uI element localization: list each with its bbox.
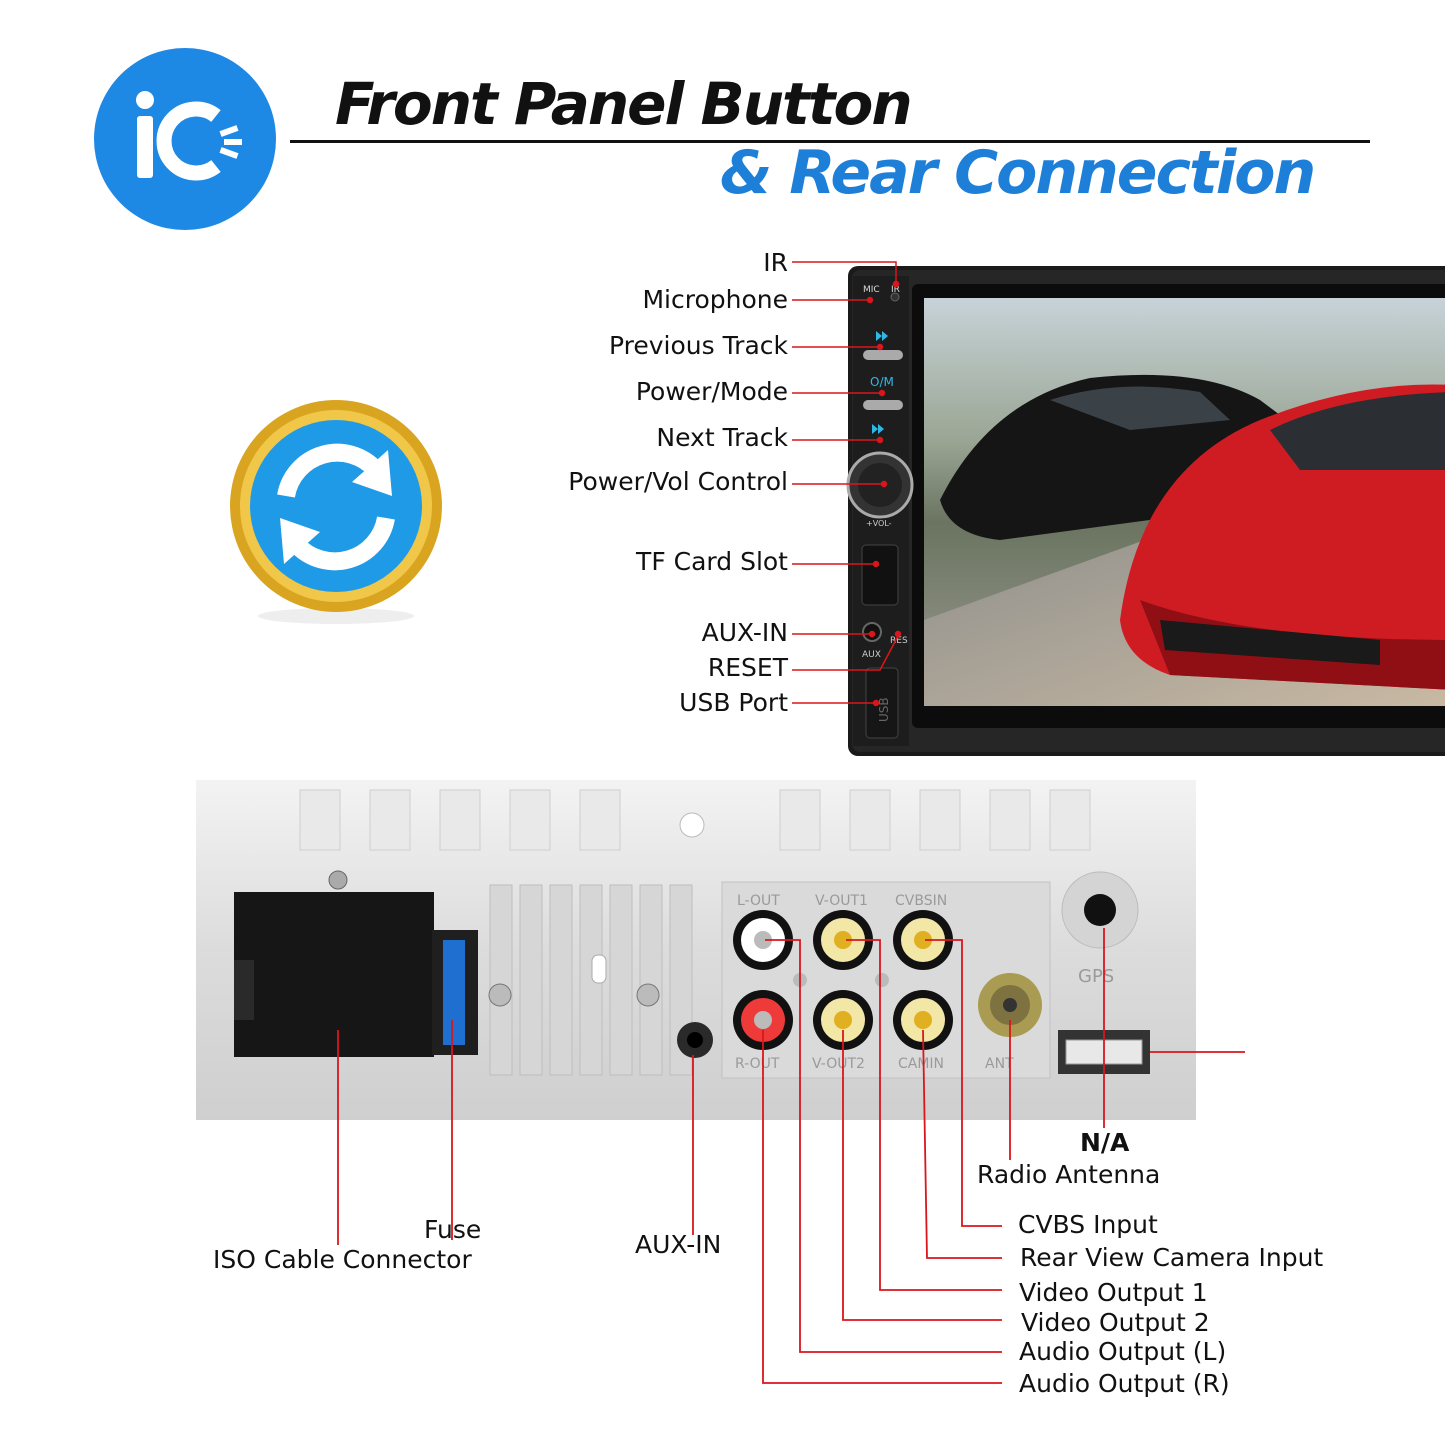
svg-text:IR: IR xyxy=(891,285,900,295)
svg-text:USB: USB xyxy=(877,697,891,722)
svg-text:O/M: O/M xyxy=(870,375,894,389)
sync-badge-icon xyxy=(228,398,444,624)
front-leader-lines xyxy=(792,261,902,707)
head-unit-front: MIC IR O/M +VOL- AUX RES USB xyxy=(846,266,1445,756)
callout-microphone: Microphone xyxy=(642,285,788,314)
svg-text:R-OUT: R-OUT xyxy=(735,1056,780,1072)
svg-text:V-OUT2: V-OUT2 xyxy=(812,1056,865,1072)
callout-cvbs-input: CVBS Input xyxy=(1018,1210,1158,1239)
callout-rear-camera: Rear View Camera Input xyxy=(1020,1243,1324,1272)
page-title: Front Panel Button xyxy=(335,70,913,138)
callout-tf-card: TF Card Slot xyxy=(636,547,788,576)
callout-video-out-2: Video Output 2 xyxy=(1021,1308,1210,1337)
svg-text:RES: RES xyxy=(890,636,908,646)
callout-power-mode: Power/Mode xyxy=(635,377,788,406)
callout-radio-antenna: Radio Antenna xyxy=(977,1160,1161,1189)
callout-reset: RESET xyxy=(707,653,788,682)
logo-mark-icon xyxy=(136,91,242,181)
svg-text:GPS: GPS xyxy=(1078,966,1114,987)
svg-text:AUX: AUX xyxy=(862,650,881,660)
svg-text:CVBSIN: CVBSIN xyxy=(895,893,947,909)
callout-previous-track: Previous Track xyxy=(608,331,788,360)
svg-text:+VOL-: +VOL- xyxy=(866,519,892,528)
svg-text:L-OUT: L-OUT xyxy=(737,893,780,909)
callout-fuse: Fuse xyxy=(424,1215,482,1244)
callout-usb-port: USB Port xyxy=(679,688,788,717)
callout-audio-out-r: Audio Output (R) xyxy=(1019,1369,1230,1398)
callout-aux-in-front: AUX-IN xyxy=(701,618,788,647)
callout-iso-cable: ISO Cable Connector xyxy=(213,1245,472,1274)
callout-audio-out-l: Audio Output (L) xyxy=(1019,1337,1227,1366)
page-subtitle: & Rear Connection xyxy=(720,138,1316,208)
svg-text:V-OUT1: V-OUT1 xyxy=(815,893,868,909)
rear-chassis: L-OUT V-OUT1 CVBSIN R-OUT V-OUT2 CAMIN A… xyxy=(196,780,1196,1120)
callout-next-track: Next Track xyxy=(656,423,788,452)
svg-text:CAMIN: CAMIN xyxy=(898,1056,944,1072)
callout-video-out-1: Video Output 1 xyxy=(1019,1278,1208,1307)
brand-logo xyxy=(94,48,276,230)
svg-text:MIC: MIC xyxy=(863,285,880,295)
callout-aux-in-rear: AUX-IN xyxy=(635,1230,722,1259)
callout-power-vol: Power/Vol Control xyxy=(568,467,788,496)
title-divider xyxy=(290,140,1370,143)
rca-jacks xyxy=(733,910,953,1050)
callout-ir: IR xyxy=(763,248,788,277)
callout-na: N/A xyxy=(1080,1128,1130,1157)
svg-text:ANT: ANT xyxy=(985,1056,1014,1072)
rear-leader-lines xyxy=(337,928,1245,1384)
